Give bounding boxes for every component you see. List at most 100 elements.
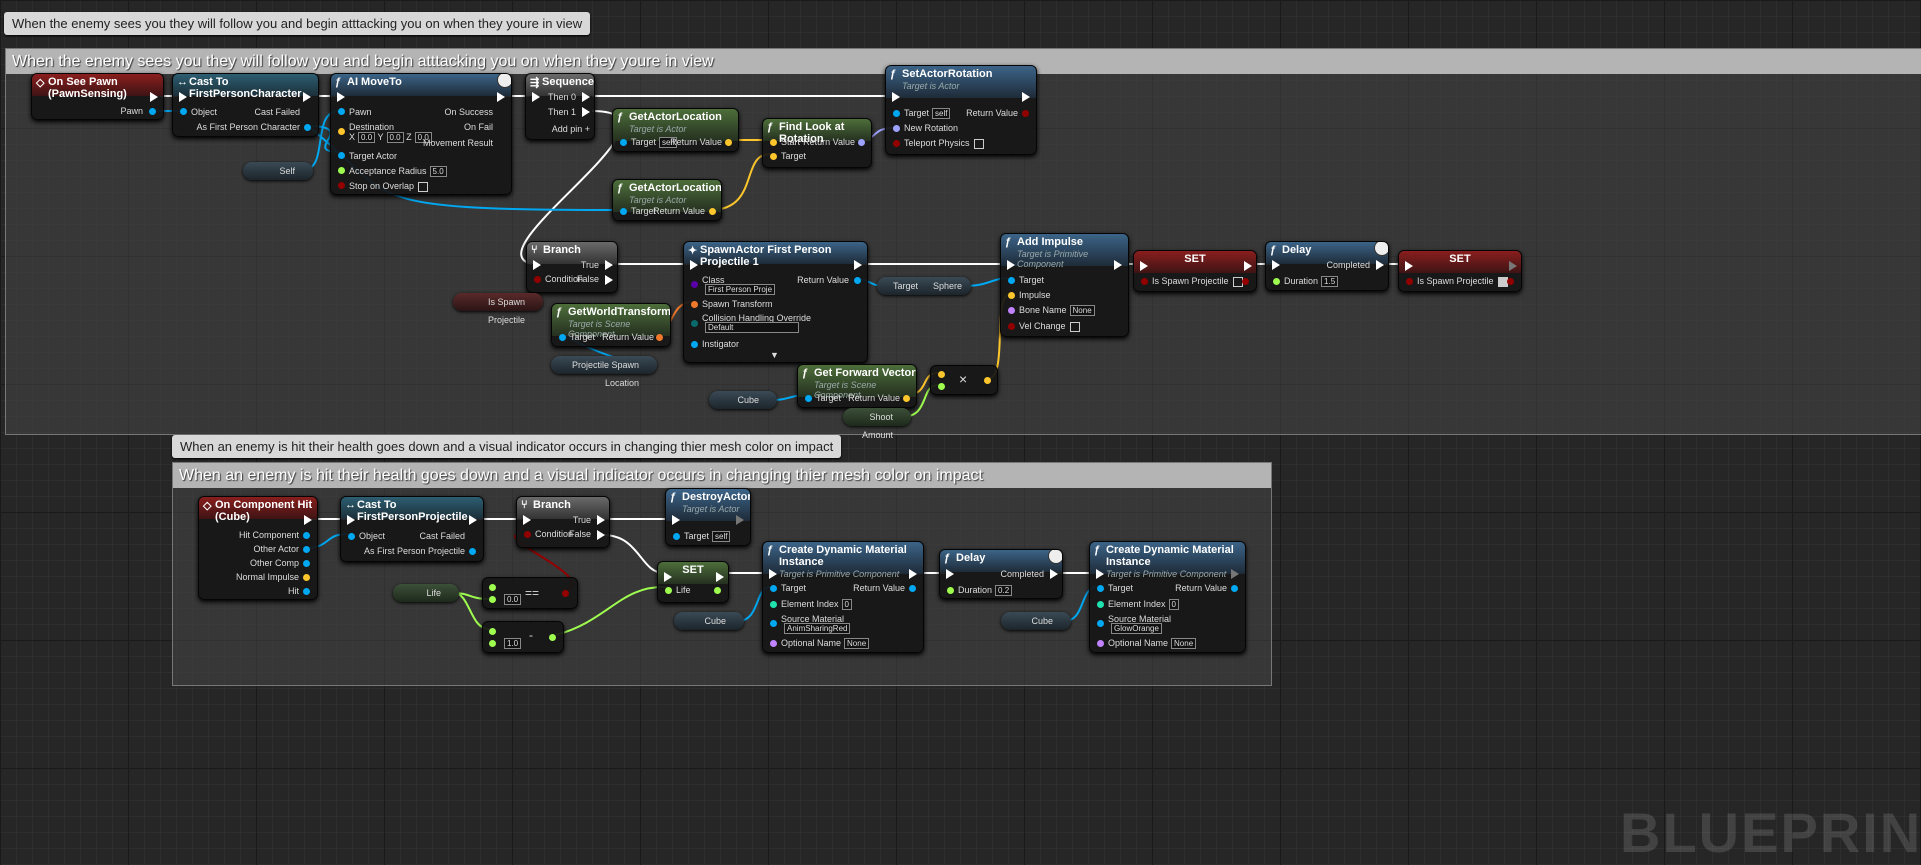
branch-node[interactable]: ⑂Branch True Condition False xyxy=(526,241,618,293)
is-spawn-projectile-row[interactable]: Is Spawn Projectile xyxy=(1152,276,1243,287)
comment-bubble-enemy-sees[interactable]: When the enemy sees you they will follow… xyxy=(4,12,591,35)
cast-to-first-person-character-node[interactable]: ↔Cast To FirstPersonCharacter Object Cas… xyxy=(172,73,319,137)
class-pin[interactable] xyxy=(691,281,698,288)
false-pin[interactable] xyxy=(597,530,605,540)
on-see-pawn-event-node[interactable]: ◇On See Pawn (PawnSensing) Pawn xyxy=(31,73,164,120)
return-value-pin[interactable] xyxy=(854,277,861,284)
exec-out-pin[interactable] xyxy=(909,569,917,579)
b-pin[interactable] xyxy=(938,383,945,390)
object-pin[interactable] xyxy=(180,108,187,115)
cube-variable[interactable]: Cube xyxy=(709,391,777,409)
exec-in-pin[interactable] xyxy=(523,515,531,525)
is-spawn-projectile-variable[interactable]: Is Spawn Projectile xyxy=(453,293,543,325)
exec-in-pin[interactable] xyxy=(1272,260,1280,270)
life-pin[interactable] xyxy=(665,587,672,594)
return-value-pin[interactable] xyxy=(709,208,716,215)
add-pin-button[interactable]: Add pin + xyxy=(551,124,590,134)
hit-component-pin[interactable] xyxy=(303,532,310,539)
exec-in-pin[interactable] xyxy=(533,260,541,270)
element-index-pin[interactable] xyxy=(770,601,777,608)
vel-change-pin[interactable] xyxy=(1008,323,1015,330)
hit-pin[interactable] xyxy=(303,588,310,595)
exec-in-pin[interactable] xyxy=(1405,261,1413,271)
return-value-pin[interactable] xyxy=(858,139,865,146)
exec-out-pin[interactable] xyxy=(469,515,477,525)
node-header[interactable]: ↔Cast To FirstPersonCharacter xyxy=(173,74,318,100)
element-index-pin[interactable] xyxy=(1097,601,1104,608)
shoot-amount-variable[interactable]: Shoot Amount xyxy=(843,408,911,440)
duration-pin[interactable] xyxy=(947,587,954,594)
set-life-node[interactable]: SET Life xyxy=(657,561,729,603)
other-actor-pin[interactable] xyxy=(303,546,310,553)
result-pin[interactable] xyxy=(562,590,569,597)
then-0-pin[interactable] xyxy=(582,92,590,102)
instigator-pin[interactable] xyxy=(691,341,698,348)
comment-bubble-enemy-hit[interactable]: When an enemy is hit their health goes d… xyxy=(172,435,842,458)
exec-in-pin[interactable] xyxy=(532,92,540,102)
exec-out-pin[interactable] xyxy=(854,260,862,270)
node-header[interactable]: ✦SpawnActor First Person Projectile 1 xyxy=(684,242,867,268)
multiply-node[interactable]: × xyxy=(930,365,998,395)
a-pin[interactable] xyxy=(489,584,496,591)
return-value-pin[interactable] xyxy=(1022,110,1029,117)
a-pin[interactable] xyxy=(938,371,945,378)
teleport-physics-row[interactable]: Teleport Physics xyxy=(904,138,984,149)
exec-out-pin[interactable] xyxy=(1114,260,1122,270)
b-pin[interactable] xyxy=(489,640,496,647)
sphere-component-variable[interactable]: Target Sphere xyxy=(877,277,971,295)
pawn-pin[interactable] xyxy=(149,108,156,115)
subtract-node[interactable]: 1.0 - xyxy=(482,621,564,653)
collision-pin[interactable] xyxy=(691,320,698,327)
then-1-pin[interactable] xyxy=(582,107,590,117)
exec-out-pin[interactable] xyxy=(1509,261,1517,271)
exec-out-pin[interactable] xyxy=(716,572,724,582)
self-variable[interactable]: Self xyxy=(243,162,313,180)
set-is-spawn-projectile-node[interactable]: SET Is Spawn Projectile xyxy=(1133,250,1257,292)
return-value-pin[interactable] xyxy=(1231,585,1238,592)
exec-out-pin[interactable] xyxy=(150,92,158,102)
condition-pin[interactable] xyxy=(524,531,531,538)
teleport-physics-pin[interactable] xyxy=(893,140,900,147)
b-value-field[interactable]: 0.0 xyxy=(501,594,522,605)
true-pin[interactable] xyxy=(597,515,605,525)
condition-pin[interactable] xyxy=(534,276,541,283)
exec-out-pin[interactable] xyxy=(736,515,744,525)
checkbox[interactable] xyxy=(418,181,429,192)
exec-in-pin[interactable] xyxy=(664,572,672,582)
optional-name-pin[interactable] xyxy=(770,640,777,647)
node-header[interactable]: SET xyxy=(658,562,728,584)
completed-pin[interactable] xyxy=(1376,260,1384,270)
exec-in-pin[interactable] xyxy=(946,569,954,579)
b-value-field[interactable]: 1.0 xyxy=(501,638,522,649)
node-header[interactable]: SET xyxy=(1399,251,1521,273)
as-fpc-pin[interactable] xyxy=(304,124,311,131)
exec-out-pin[interactable] xyxy=(1231,569,1239,579)
target-pin[interactable] xyxy=(770,585,777,592)
exec-out-pin[interactable] xyxy=(1244,261,1252,271)
node-header[interactable]: ⇶Sequence xyxy=(526,74,594,96)
new-rotation-pin[interactable] xyxy=(893,125,900,132)
acceptance-radius-pin[interactable] xyxy=(338,167,345,174)
target-pin[interactable] xyxy=(559,334,566,341)
expand-arrow-icon[interactable]: ▼ xyxy=(770,350,779,360)
comment-title-enemy-hit[interactable]: When an enemy is hit their health goes d… xyxy=(173,463,1271,488)
